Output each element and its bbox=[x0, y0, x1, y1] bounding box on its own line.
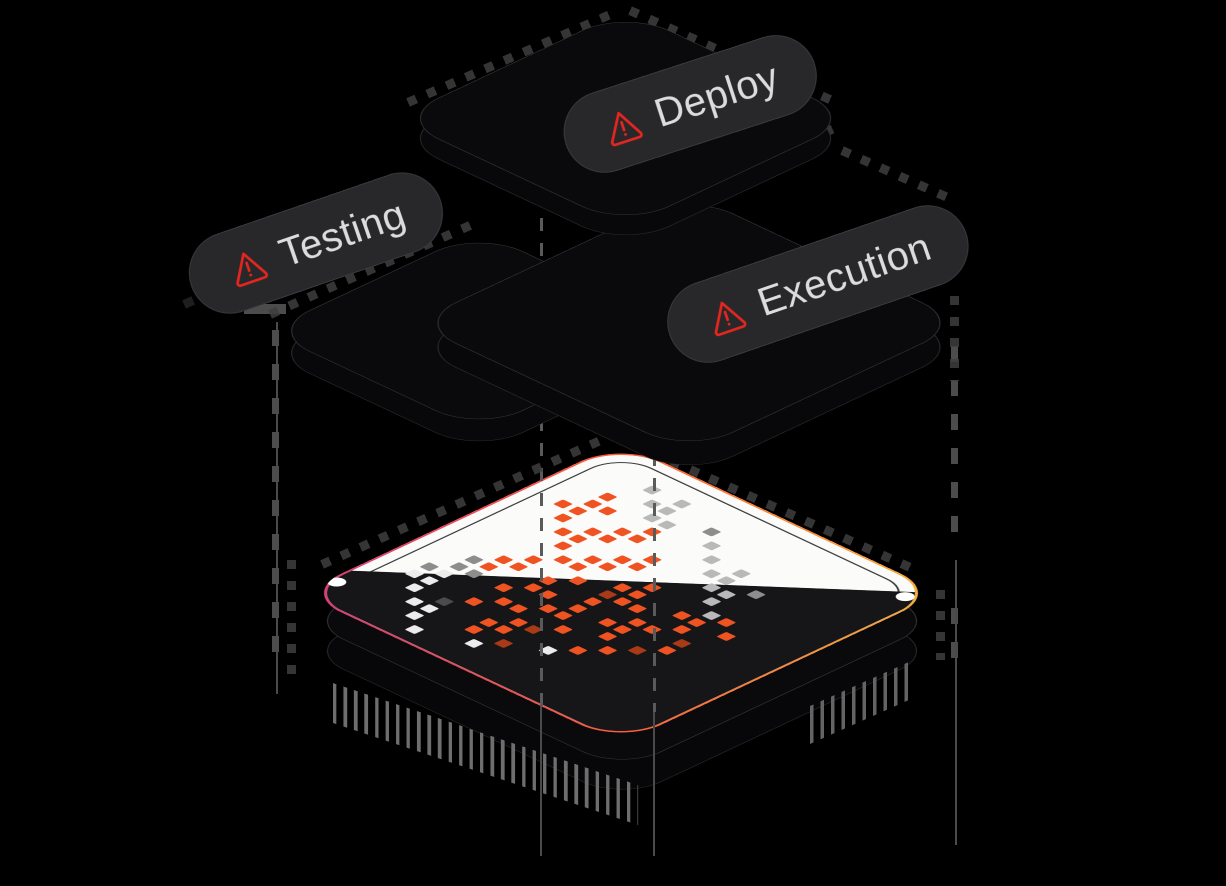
pixel-dot bbox=[687, 617, 707, 627]
pixel-dot bbox=[627, 645, 647, 655]
pixel-dot bbox=[627, 562, 647, 572]
pixel-dot bbox=[404, 624, 425, 634]
pixel-dot bbox=[627, 603, 647, 613]
pixel-dot bbox=[404, 596, 425, 606]
pixel-dot bbox=[598, 590, 618, 599]
pixel-dot bbox=[701, 555, 722, 565]
pixel-dot bbox=[627, 534, 647, 544]
pixel-dot bbox=[553, 624, 573, 634]
pixel-dot bbox=[568, 645, 588, 655]
guide-solid-right bbox=[955, 560, 957, 845]
pixel-dot bbox=[464, 596, 484, 606]
pixel-dot bbox=[598, 534, 618, 544]
pixel-dot bbox=[612, 596, 632, 606]
pixel-dot bbox=[568, 534, 588, 544]
pixel-dot bbox=[612, 583, 632, 593]
pixel-dot bbox=[716, 617, 736, 627]
pixel-dot bbox=[568, 603, 588, 613]
pixel-dot bbox=[553, 610, 573, 620]
guide-dashed-center-left bbox=[540, 168, 543, 706]
pixel-dot bbox=[657, 520, 677, 530]
pixel-dot bbox=[464, 555, 484, 565]
pixel-dot bbox=[419, 603, 439, 613]
pixel-dot bbox=[404, 569, 425, 579]
pixel-dot bbox=[568, 562, 588, 572]
pixel-dot bbox=[494, 596, 514, 606]
pixel-dot bbox=[612, 527, 632, 537]
pixel-dot bbox=[746, 590, 766, 599]
pixel-dot bbox=[404, 610, 425, 620]
pixel-dot bbox=[419, 576, 439, 586]
pixel-dot bbox=[553, 541, 573, 551]
warning-triangle-icon bbox=[236, 252, 268, 288]
pixel-dot bbox=[434, 569, 454, 579]
pixel-dot bbox=[553, 555, 573, 565]
dither-strip bbox=[287, 560, 296, 680]
pixel-dot bbox=[464, 638, 484, 648]
guide-solid-center-left bbox=[540, 706, 542, 856]
pixel-dot bbox=[479, 617, 499, 627]
pixel-dot bbox=[583, 596, 603, 606]
pixel-dot bbox=[627, 590, 647, 599]
pixel-dot bbox=[598, 631, 618, 641]
guide-tick-left bbox=[244, 304, 286, 314]
pixel-dot bbox=[419, 562, 439, 572]
pixel-dot bbox=[583, 555, 603, 565]
pixel-dot bbox=[494, 583, 514, 593]
pixel-dot bbox=[627, 617, 647, 627]
pixel-dot bbox=[701, 527, 722, 537]
pixel-dot bbox=[494, 638, 514, 648]
pixel-dot bbox=[701, 569, 722, 579]
pill-testing: Testing bbox=[177, 161, 455, 325]
pixel-dot bbox=[404, 583, 425, 593]
pixel-dot bbox=[553, 527, 573, 537]
pixel-dot bbox=[508, 562, 529, 572]
pixel-dot bbox=[701, 541, 722, 551]
pixel-dot bbox=[701, 610, 722, 620]
pill-execution: Execution bbox=[656, 194, 980, 374]
pixel-dot bbox=[701, 583, 722, 593]
guide-dashed-right-lower bbox=[951, 608, 958, 668]
pixel-dot bbox=[568, 576, 588, 586]
pixel-dot bbox=[583, 527, 603, 537]
warning-triangle-icon bbox=[610, 111, 643, 147]
guide-solid-center-right bbox=[653, 712, 655, 856]
pixel-dot bbox=[464, 624, 484, 634]
pixel-dot bbox=[508, 603, 529, 613]
pixel-dot bbox=[598, 617, 618, 627]
pill-deploy: Deploy bbox=[552, 24, 828, 184]
pixel-dot bbox=[672, 624, 692, 634]
pixel-dot bbox=[598, 562, 618, 572]
pixel-dot bbox=[701, 596, 722, 606]
pixel-dot bbox=[716, 590, 736, 599]
pixel-dot bbox=[612, 624, 632, 634]
pixel-dot bbox=[672, 610, 692, 620]
pixel-dot bbox=[508, 617, 529, 627]
pixel-dot bbox=[716, 576, 736, 586]
pixel-dot bbox=[731, 569, 751, 579]
warning-triangle-icon bbox=[714, 301, 747, 337]
pixel-dot bbox=[716, 631, 736, 641]
pixel-dot bbox=[494, 624, 514, 634]
pixel-dot bbox=[434, 596, 454, 606]
pixel-dot bbox=[464, 569, 484, 579]
guide-dashed-right-upper bbox=[951, 346, 958, 540]
dither-strip bbox=[936, 590, 945, 660]
pixel-dot bbox=[479, 562, 499, 572]
guide-dashed-left bbox=[272, 330, 279, 660]
pixel-dot bbox=[449, 562, 469, 572]
pixel-dot bbox=[598, 645, 618, 655]
pixel-dot bbox=[612, 555, 632, 565]
pixel-dot bbox=[657, 645, 677, 655]
pixel-dot bbox=[494, 555, 514, 565]
pixel-dot bbox=[672, 638, 692, 648]
dither-strip bbox=[950, 296, 959, 381]
